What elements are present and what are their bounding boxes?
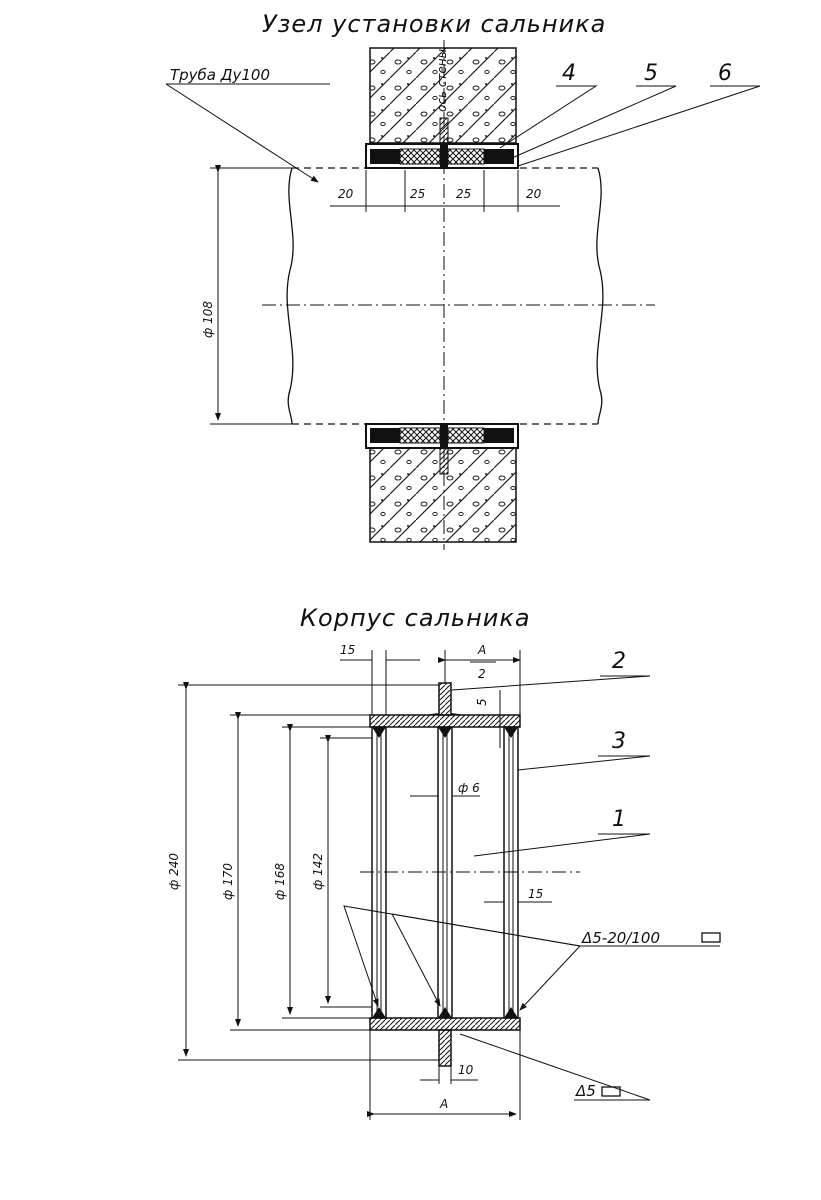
dim-phi168: ф 168 — [273, 863, 287, 900]
weld-note-1-text: Δ5-20/100 — [581, 929, 660, 947]
sleeve — [360, 682, 580, 1067]
weld-note-1: Δ5-20/100 — [343, 905, 721, 1011]
gland-body-view: Корпус сальника 15 — [167, 604, 721, 1120]
dim-25-right: 25 — [456, 187, 471, 201]
dim-15-top: 15 — [340, 643, 355, 657]
packing-upper — [365, 143, 519, 169]
body-top-dims: 15 А 2 5 ф 6 15 — [340, 643, 552, 903]
dim-A-half: 2 — [478, 667, 486, 681]
assembly-title: Узел установки сальника — [262, 10, 606, 38]
pipe-diameter-dim: ф 108 — [201, 165, 292, 425]
body-title: Корпус сальника — [300, 604, 531, 632]
pipe-label: Труба Ду100 — [170, 66, 270, 84]
body-callouts: 2 3 1 — [451, 649, 651, 857]
dim-phi240: ф 240 — [167, 853, 181, 890]
gland-assembly-view: Узел установки сальника ось стены — [165, 10, 761, 550]
dim-5: 5 — [475, 698, 489, 706]
assembly-callouts: 4 5 6 — [499, 61, 761, 167]
dim-phi142: ф 142 — [311, 853, 325, 890]
callout-6: 6 — [718, 61, 732, 86]
packing-dimensions: 20 25 25 20 — [330, 170, 560, 212]
wall-axis-label: ось стены — [435, 49, 449, 112]
body-diameter-dims: ф 240 ф 170 ф 168 ф 142 — [167, 682, 439, 1061]
callout-5: 5 — [644, 61, 658, 86]
dim-phi108: ф 108 — [201, 301, 215, 338]
packing-lower — [365, 423, 519, 449]
callout-2: 2 — [612, 649, 626, 674]
callout-1: 1 — [612, 807, 626, 832]
callout-3: 3 — [612, 729, 626, 754]
dim-10: 10 — [458, 1063, 474, 1077]
dim-15-right: 15 — [528, 887, 543, 901]
dim-20-right: 20 — [526, 187, 542, 201]
dim-25-left: 25 — [410, 187, 425, 201]
dim-phi6: ф 6 — [458, 781, 480, 795]
dim-A-bottom: А — [439, 1097, 448, 1111]
dim-20-left: 20 — [338, 187, 354, 201]
dim-phi170: ф 170 — [221, 863, 235, 900]
dim-A-top: А — [477, 643, 486, 657]
callout-4: 4 — [562, 61, 576, 86]
body-bottom-dims: 10 А — [367, 1030, 521, 1120]
weld-note-2: Δ5 — [459, 1033, 651, 1101]
weld-note-2-text: Δ5 — [575, 1082, 596, 1100]
pipe — [262, 40, 655, 550]
